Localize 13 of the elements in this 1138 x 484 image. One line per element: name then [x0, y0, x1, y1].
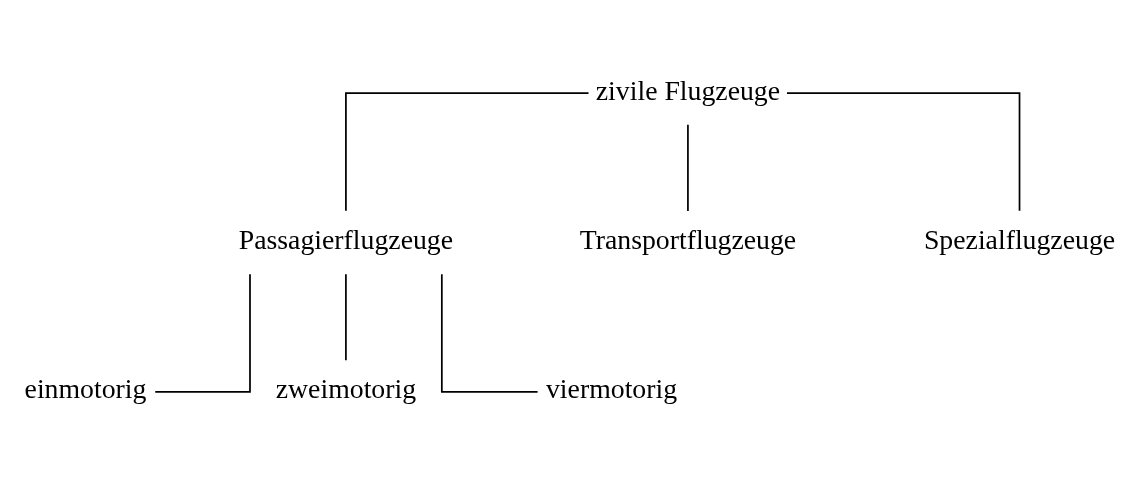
- connector: [345, 272, 347, 361]
- connector: [154, 272, 251, 393]
- node-text: zivile Flugzeuge: [595, 74, 781, 106]
- connector: [440, 272, 539, 393]
- node-text: Transportflugzeuge: [579, 223, 797, 255]
- connector: [687, 123, 689, 212]
- connector: [786, 91, 1021, 212]
- node-text: Passagierflugzeuge: [238, 223, 454, 255]
- node-text: viermotorig: [545, 372, 678, 404]
- node-text: Spezialflugzeuge: [923, 223, 1116, 255]
- connector: [345, 91, 590, 212]
- node-text: einmotorig: [24, 372, 147, 404]
- node-text: zweimotorig: [275, 372, 417, 404]
